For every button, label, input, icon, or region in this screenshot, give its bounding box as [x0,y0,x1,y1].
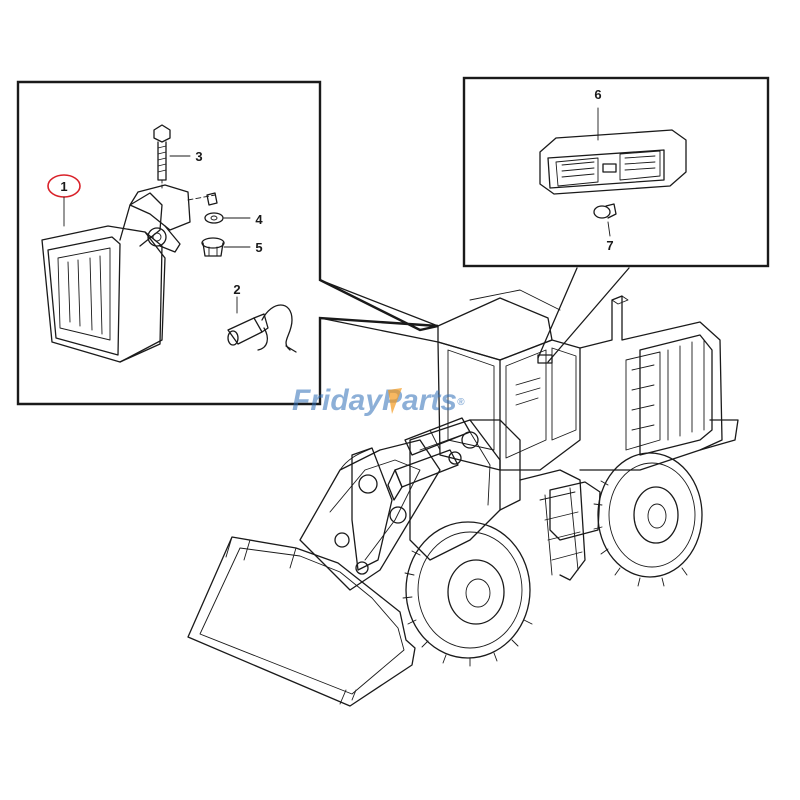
callout-5: 5 [255,240,262,255]
watermark-text-friday: Friday [292,384,383,417]
callout-2: 2 [233,282,240,297]
interior-light-detail-box: 6 7 [462,76,770,268]
callout-6: 6 [594,87,601,102]
washer-part-4 [204,212,251,224]
watermark-logo: FridayParts® [292,384,465,417]
loader-front-wheel [402,521,533,667]
loader-rear-wheel [593,452,703,587]
watermark-registered: ® [457,397,465,408]
watermark-accent-shape [388,388,402,414]
leader-lines [319,267,630,363]
bolt-part-3 [153,124,191,191]
bulb-part-2 [227,296,297,353]
callout-7: 7 [606,238,613,253]
bulb-part-7 [593,203,617,237]
loader-lift-arms [299,439,441,591]
svg-text:FridayParts®: FridayParts® [292,384,465,417]
interior-lamp-part-6 [539,107,687,195]
loader-cab [437,289,581,471]
loader-fuel-tank [549,481,601,541]
work-light-detail-box: 1 3 4 5 [16,80,439,406]
nut-part-5 [201,237,251,257]
callout-4: 4 [255,212,263,227]
loader-bucket [187,536,416,707]
cab-roof-light [537,354,553,364]
wheel-loader [187,289,739,707]
loader-rear-body [579,295,739,471]
callout-1: 1 [60,179,67,194]
loader-ladder [519,469,586,581]
callout-3: 3 [195,149,202,164]
work-lamp-part-1 [41,184,218,363]
